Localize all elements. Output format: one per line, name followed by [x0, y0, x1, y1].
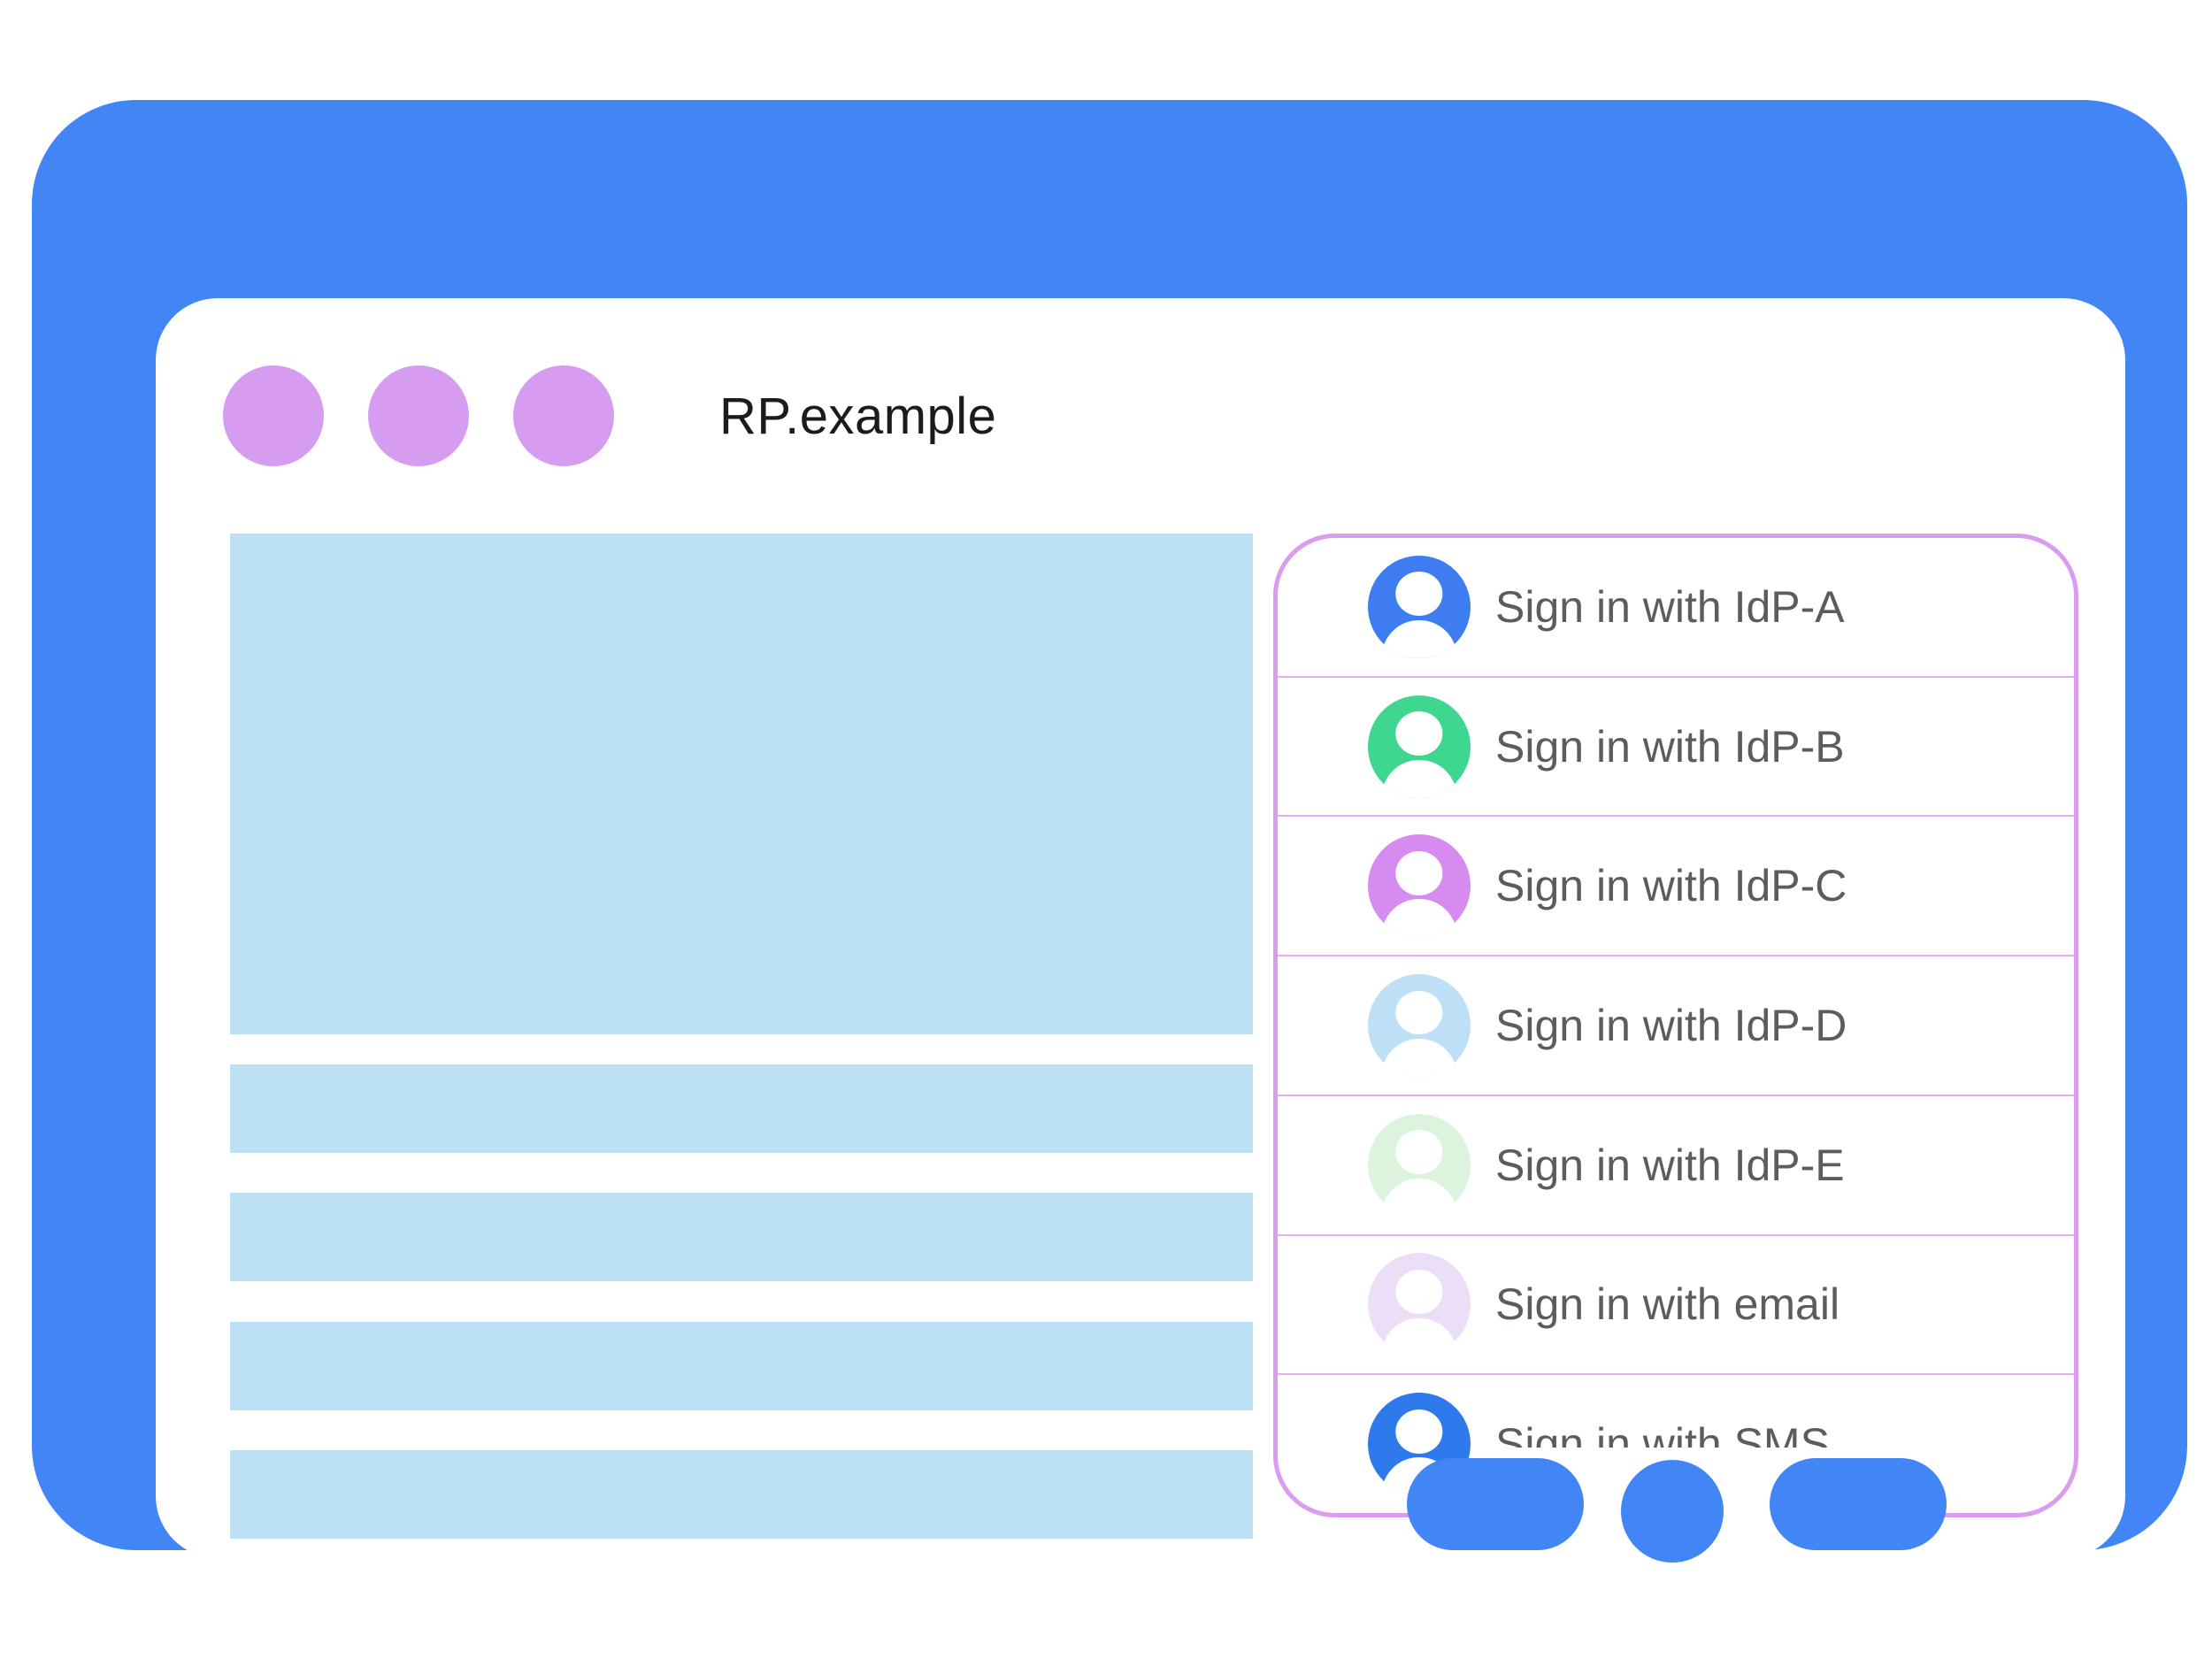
window-control-dot[interactable] [223, 365, 324, 466]
signin-option-idp-d[interactable]: Sign in with IdP-D [1278, 955, 2074, 1094]
person-icon [1368, 974, 1471, 1078]
signin-option-label: Sign in with IdP-D [1495, 1001, 1847, 1051]
content-placeholder-hero [230, 534, 1253, 1034]
content-placeholder-line [230, 1193, 1253, 1281]
tablet-frame: RP.example Sign in with IdP-A Sign in wi… [32, 100, 2187, 1558]
browser-screen: RP.example Sign in with IdP-A Sign in wi… [156, 298, 2125, 1558]
window-control-dot[interactable] [368, 365, 469, 466]
person-icon [1368, 695, 1471, 798]
signin-option-label: Sign in with IdP-B [1495, 721, 1845, 772]
signin-option-idp-a[interactable]: Sign in with IdP-A [1278, 538, 2074, 676]
person-icon [1368, 1253, 1471, 1356]
content-placeholder-line [230, 1450, 1253, 1539]
signin-option-idp-e[interactable]: Sign in with IdP-E [1278, 1094, 2074, 1234]
window-control-dot[interactable] [513, 365, 614, 466]
bottom-bar-left-cap [1407, 1458, 1584, 1550]
signin-option-email[interactable]: Sign in with email [1278, 1233, 2074, 1374]
account-chooser-panel: Sign in with IdP-A Sign in with IdP-B Si… [1273, 534, 2078, 1517]
signin-option-idp-c[interactable]: Sign in with IdP-C [1278, 815, 2074, 955]
browser-titlebar: RP.example [223, 298, 996, 534]
person-icon [1368, 1113, 1471, 1217]
content-placeholder-line [230, 1322, 1253, 1410]
signin-option-label: Sign in with IdP-C [1495, 861, 1847, 911]
person-icon [1368, 555, 1471, 658]
content-placeholder-line [230, 1064, 1253, 1153]
person-icon [1368, 834, 1471, 938]
signin-option-label: Sign in with email [1495, 1279, 1840, 1330]
signin-option-label: Sign in with IdP-E [1495, 1140, 1845, 1190]
signin-option-idp-b[interactable]: Sign in with IdP-B [1278, 675, 2074, 816]
bottom-bar-right-cap [1770, 1458, 1947, 1550]
site-title: RP.example [719, 387, 997, 445]
home-button[interactable] [1621, 1460, 1724, 1563]
signin-option-label: Sign in with IdP-A [1495, 581, 1845, 632]
